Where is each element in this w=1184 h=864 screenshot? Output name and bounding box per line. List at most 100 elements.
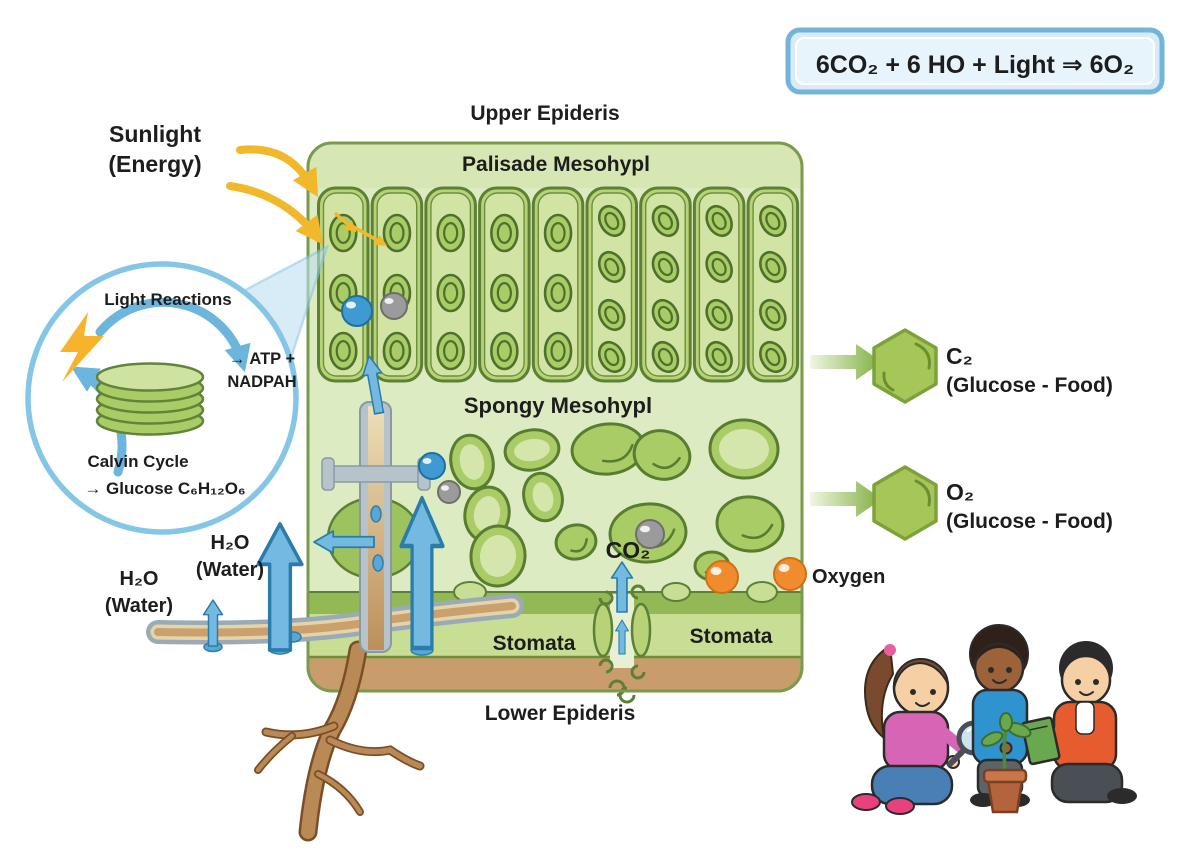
chloroplast — [543, 331, 573, 371]
glucose-output — [810, 328, 938, 404]
girl-with-magnifier — [851, 644, 992, 815]
molecules — [341, 292, 807, 594]
spongy-cell — [522, 471, 564, 523]
water-outer-label-line1: H₂O — [120, 568, 159, 590]
root — [254, 640, 425, 842]
atp-label-line1: → ATP + — [229, 350, 295, 368]
chloroplast — [436, 273, 465, 313]
oxygen-description-label: (Glucose - Food) — [946, 510, 1113, 533]
boy2-shirt — [1075, 701, 1095, 735]
inset-circle — [25, 261, 299, 535]
chloroplast — [382, 331, 412, 371]
chloroplast — [597, 340, 626, 374]
palisade-cell — [746, 186, 800, 383]
guard-curl — [618, 686, 636, 704]
oxygen-output — [810, 465, 938, 541]
chloroplast — [759, 204, 787, 238]
potted-plant — [980, 712, 1032, 814]
oxygen-label: Oxygen — [812, 566, 885, 588]
eye — [1075, 679, 1081, 685]
water-droplet — [370, 505, 382, 523]
chloroplast — [597, 298, 626, 332]
chloroplast — [597, 250, 626, 284]
lightning-icon — [60, 312, 104, 382]
chloroplast — [651, 298, 680, 332]
chloroplast — [759, 298, 787, 332]
girl-shoe — [851, 793, 881, 811]
plant-leaf — [980, 731, 1004, 747]
water-molecule — [341, 295, 373, 327]
sunlight-label-line2: (Energy) — [108, 151, 201, 177]
eye — [1006, 667, 1012, 673]
plant-leaf — [999, 712, 1013, 732]
chloroplast — [543, 213, 573, 253]
equation-text: 6CO₂ + 6 HO + Light ⇒ 6O₂ — [816, 51, 1134, 79]
eye — [930, 689, 936, 695]
chloroplast — [705, 204, 733, 238]
palisade-cell — [585, 186, 638, 383]
oxygen-molecule — [773, 557, 807, 591]
eye — [1093, 679, 1099, 685]
leaf-bands — [308, 143, 802, 691]
co2-molecule — [380, 292, 408, 320]
children-illustration — [851, 624, 1137, 815]
sun-arrows — [226, 145, 388, 246]
palisade-cell — [424, 186, 477, 383]
lower-epidermis-label: Lower Epideris — [485, 702, 636, 725]
cycle-arrow-top — [95, 297, 251, 373]
vein-core — [368, 406, 384, 650]
sun-ray-icon — [236, 145, 319, 198]
thylakoid-stack-icon — [95, 362, 205, 436]
boy-hair-front — [976, 644, 1022, 662]
spongy-cell — [554, 523, 598, 561]
palisade-layer — [317, 186, 800, 383]
palisade-label: Palisade Mesohypl — [462, 153, 650, 176]
hexagon-detail — [914, 342, 931, 370]
chloroplast — [436, 331, 465, 371]
output-arrow-icon — [810, 481, 882, 517]
chloroplast — [705, 340, 733, 374]
palisade-cell — [478, 186, 531, 383]
chloroplast — [382, 213, 412, 253]
boy2-pants — [1050, 762, 1124, 804]
scrunchie — [884, 644, 896, 656]
upper-epidermis-band — [308, 143, 802, 188]
co2-molecule — [635, 519, 665, 549]
upper-epidermis-label: Upper Epideris — [470, 102, 619, 125]
palisade-cell — [531, 186, 585, 383]
sun-ray-icon — [226, 182, 323, 245]
smile — [915, 702, 930, 707]
girl-jeans — [870, 764, 954, 806]
water-inner-label-line1: H₂O — [211, 532, 250, 554]
leaf-outline — [306, 141, 804, 693]
smile — [992, 679, 1007, 684]
chloroplast — [651, 250, 680, 284]
calvin-cycle-label-line2: → Glucose C₆H₁₂O₆ — [84, 479, 245, 498]
co2-molecule — [437, 480, 461, 504]
chloroplast — [705, 250, 733, 284]
lower-epidermis-band — [308, 656, 802, 691]
guard-cell — [592, 602, 614, 658]
guard-curl — [598, 658, 614, 674]
spongy-cell — [708, 418, 780, 480]
stomata-right-label: Stomata — [690, 625, 773, 648]
palisade-cell — [370, 186, 424, 383]
calvin-cycle-label-line1: Calvin Cycle — [87, 452, 188, 471]
root-branch-fill — [255, 733, 295, 773]
atp-label-line2: NADPAH — [227, 373, 296, 391]
girl-hair — [892, 658, 949, 689]
smile — [1079, 691, 1094, 696]
spongy-cell — [503, 428, 561, 472]
chloroplast — [543, 273, 573, 313]
glucose-description-label: (Glucose - Food) — [946, 374, 1113, 397]
chloroplast — [759, 250, 787, 284]
guard-curl — [630, 664, 646, 680]
guard-curl — [630, 584, 646, 600]
oxygen-molecule-label: O₂ — [946, 479, 974, 505]
sun-ray-icon — [350, 224, 388, 246]
spongy-cell — [469, 524, 527, 588]
ponytail — [864, 644, 895, 741]
chloroplast — [490, 273, 519, 313]
chloroplast — [328, 331, 358, 371]
